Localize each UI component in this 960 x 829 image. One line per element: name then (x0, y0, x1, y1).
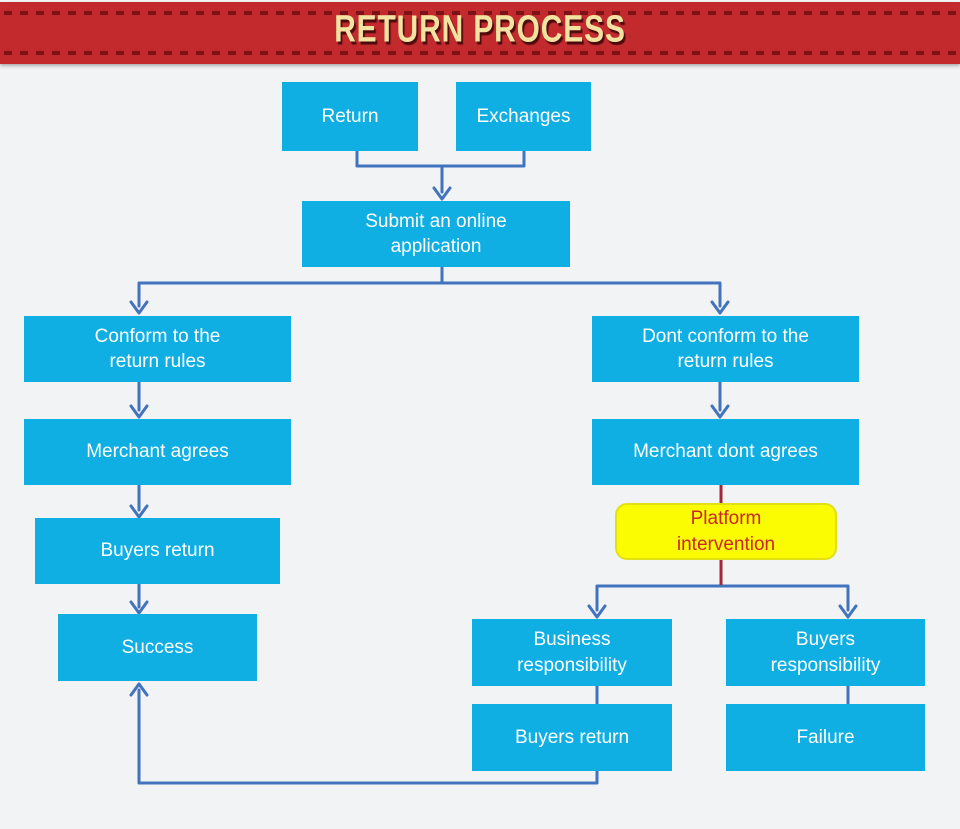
node-return: Return (282, 82, 418, 151)
arrowhead-buyers-resp (838, 604, 858, 619)
node-dont-conform-rules: Dont conform to the return rules (592, 316, 859, 382)
edge-split-conform (137, 265, 722, 308)
node-merchant-dont-agrees: Merchant dont agrees (592, 419, 859, 485)
node-exchanges: Exchanges (456, 82, 591, 151)
node-merchant-agrees: Merchant agrees (24, 419, 291, 485)
header-banner: RETURN PROCESS (0, 2, 960, 64)
node-submit-application: Submit an online application (302, 201, 570, 267)
node-buyers-responsibility: Buyers responsibility (726, 619, 925, 686)
arrowhead-dont-conform (710, 300, 730, 315)
banner-dashed-line-bottom (4, 51, 956, 55)
arrowhead-success (129, 600, 149, 615)
arrowhead-submit (432, 186, 452, 201)
arrowhead-merchant-agrees (129, 404, 149, 419)
arrowhead-conform (129, 300, 149, 315)
arrowhead-business-resp (587, 604, 607, 619)
edge-merge-to-submit (355, 149, 526, 194)
node-failure: Failure (726, 704, 925, 771)
edge-platform-split (595, 584, 850, 612)
node-buyers-return-right: Buyers return (472, 704, 672, 771)
arrowhead-success-loop (129, 682, 149, 697)
node-success: Success (58, 614, 257, 681)
arrowhead-merchant-dont (710, 404, 730, 419)
node-platform-intervention: Platform intervention (615, 503, 837, 560)
node-conform-rules: Conform to the return rules (24, 316, 291, 382)
page-title: RETURN PROCESS (334, 7, 626, 51)
node-business-responsibility: Business responsibility (472, 619, 672, 686)
node-buyers-return-left: Buyers return (35, 518, 280, 584)
arrowhead-buyers-return-left (129, 504, 149, 519)
banner-dashed-line-top (4, 11, 956, 15)
